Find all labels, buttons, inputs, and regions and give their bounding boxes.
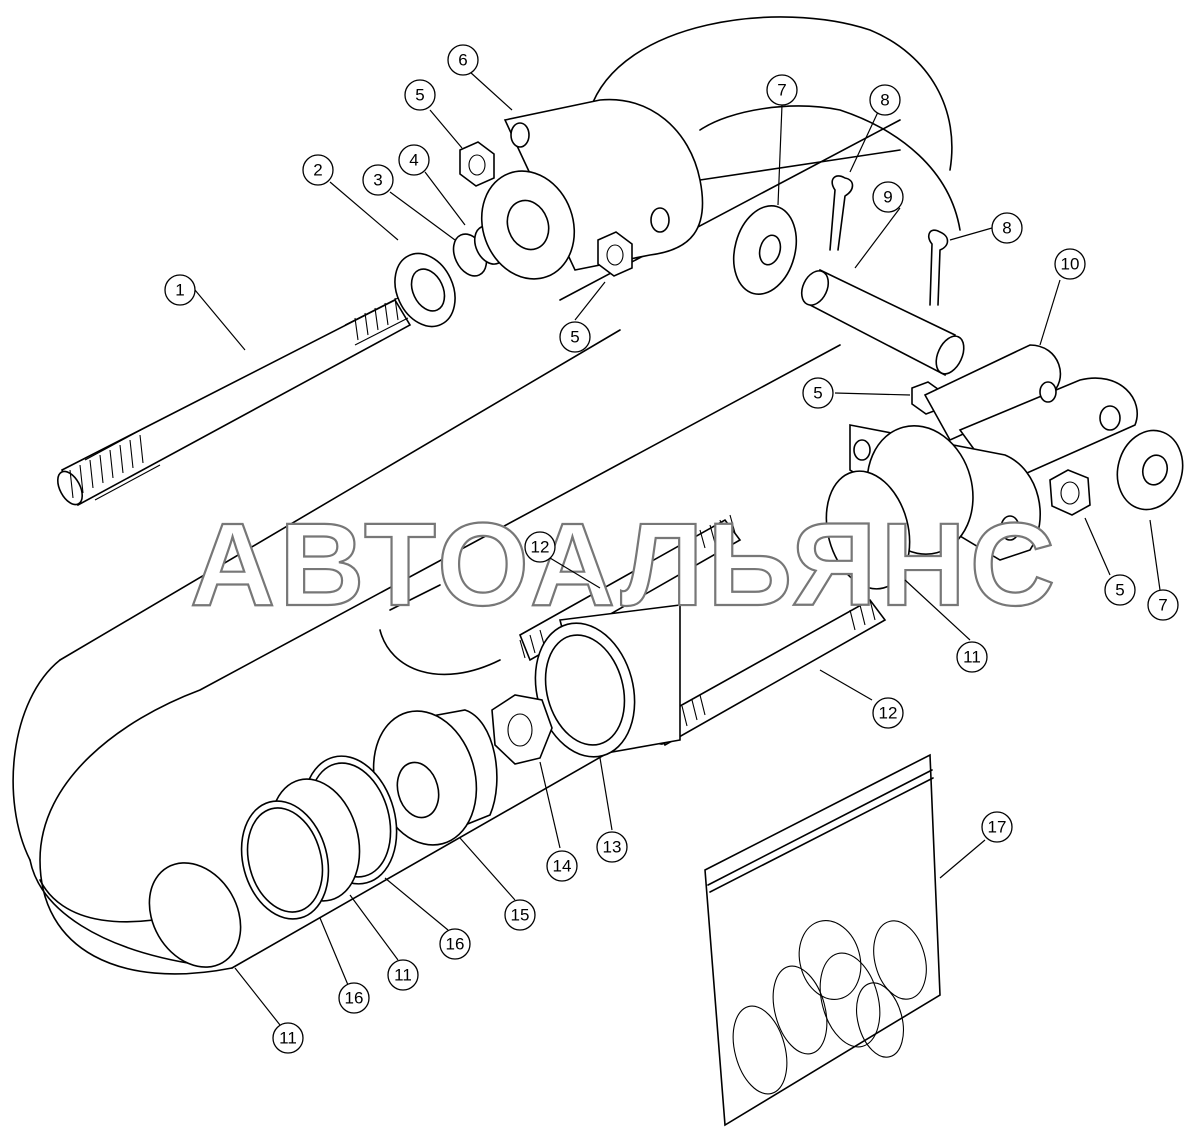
svg-text:5: 5: [415, 86, 424, 105]
clevis-pin: [800, 268, 965, 377]
callout-8-left: 8: [869, 84, 901, 116]
svg-text:7: 7: [1158, 596, 1167, 615]
svg-text:11: 11: [279, 1029, 297, 1048]
leader-lines: [194, 71, 1161, 1026]
nut-top-right: [597, 231, 633, 277]
svg-text:6: 6: [458, 51, 467, 70]
svg-text:16: 16: [345, 989, 364, 1008]
callout-8-right: 8: [991, 212, 1023, 244]
piston: [372, 709, 498, 846]
svg-text:4: 4: [409, 151, 418, 170]
svg-text:5: 5: [1115, 581, 1124, 600]
svg-text:14: 14: [553, 857, 572, 876]
callout-16-outer: 16: [338, 982, 370, 1014]
svg-text:9: 9: [883, 188, 892, 207]
seal-kit-bag: [704, 753, 941, 1127]
wiper-seal: [394, 252, 456, 328]
callout-15: 15: [504, 899, 536, 931]
svg-text:2: 2: [313, 161, 322, 180]
svg-text:8: 8: [880, 91, 889, 110]
callout-4: 4: [398, 144, 430, 176]
svg-text:11: 11: [394, 966, 412, 985]
callout-11-tube: 11: [272, 1022, 304, 1054]
callout-10: 10: [1054, 248, 1086, 280]
callout-13: 13: [596, 831, 628, 863]
nut-top-left: [459, 141, 495, 187]
cotter-pin-right: [928, 229, 949, 306]
cylinder-tube: [12, 329, 841, 975]
svg-text:5: 5: [813, 384, 822, 403]
callout-12-lower: 12: [872, 697, 904, 729]
svg-text:7: 7: [777, 81, 786, 100]
svg-text:13: 13: [603, 838, 622, 857]
callout-5-right: 5: [1104, 574, 1136, 606]
callout-5-bracket: 5: [802, 377, 834, 409]
watermark-text: АВТОАЛЬЯНС: [190, 499, 1059, 631]
callout-11-seal: 11: [387, 959, 419, 991]
svg-text:17: 17: [988, 818, 1007, 837]
callout-7-right: 7: [1147, 589, 1179, 621]
callout-9: 9: [872, 181, 904, 213]
callout-2: 2: [302, 154, 334, 186]
callout-6: 6: [447, 44, 479, 76]
piston-rod: [56, 297, 412, 507]
stop-tube: [534, 604, 681, 758]
washer-right: [1116, 429, 1184, 511]
svg-text:12: 12: [531, 538, 550, 557]
rod-gland: [480, 98, 704, 280]
callout-1: 1: [164, 274, 196, 306]
svg-text:5: 5: [570, 328, 579, 347]
callout-12-upper: 12: [524, 531, 556, 563]
svg-text:3: 3: [373, 171, 382, 190]
callout-3: 3: [362, 164, 394, 196]
svg-text:11: 11: [963, 648, 981, 667]
svg-text:8: 8: [1002, 219, 1011, 238]
callout-11-cap: 11: [956, 641, 988, 673]
callout-7-top: 7: [766, 74, 798, 106]
cotter-pin-left: [829, 175, 854, 251]
svg-text:10: 10: [1061, 255, 1080, 274]
nut-right: [1049, 469, 1091, 516]
callout-5-top: 5: [404, 79, 436, 111]
svg-text:16: 16: [446, 935, 465, 954]
piston-seals: [240, 755, 398, 920]
callout-17: 17: [981, 811, 1013, 843]
cap-end: [825, 424, 1041, 590]
svg-text:1: 1: [175, 281, 184, 300]
callout-16-inner: 16: [439, 928, 471, 960]
callout-14: 14: [546, 850, 578, 882]
piston-nut: [491, 694, 553, 765]
svg-text:15: 15: [511, 906, 530, 925]
washer-top: [732, 205, 798, 295]
svg-text:12: 12: [879, 704, 898, 723]
callout-5-gland: 5: [559, 321, 591, 353]
